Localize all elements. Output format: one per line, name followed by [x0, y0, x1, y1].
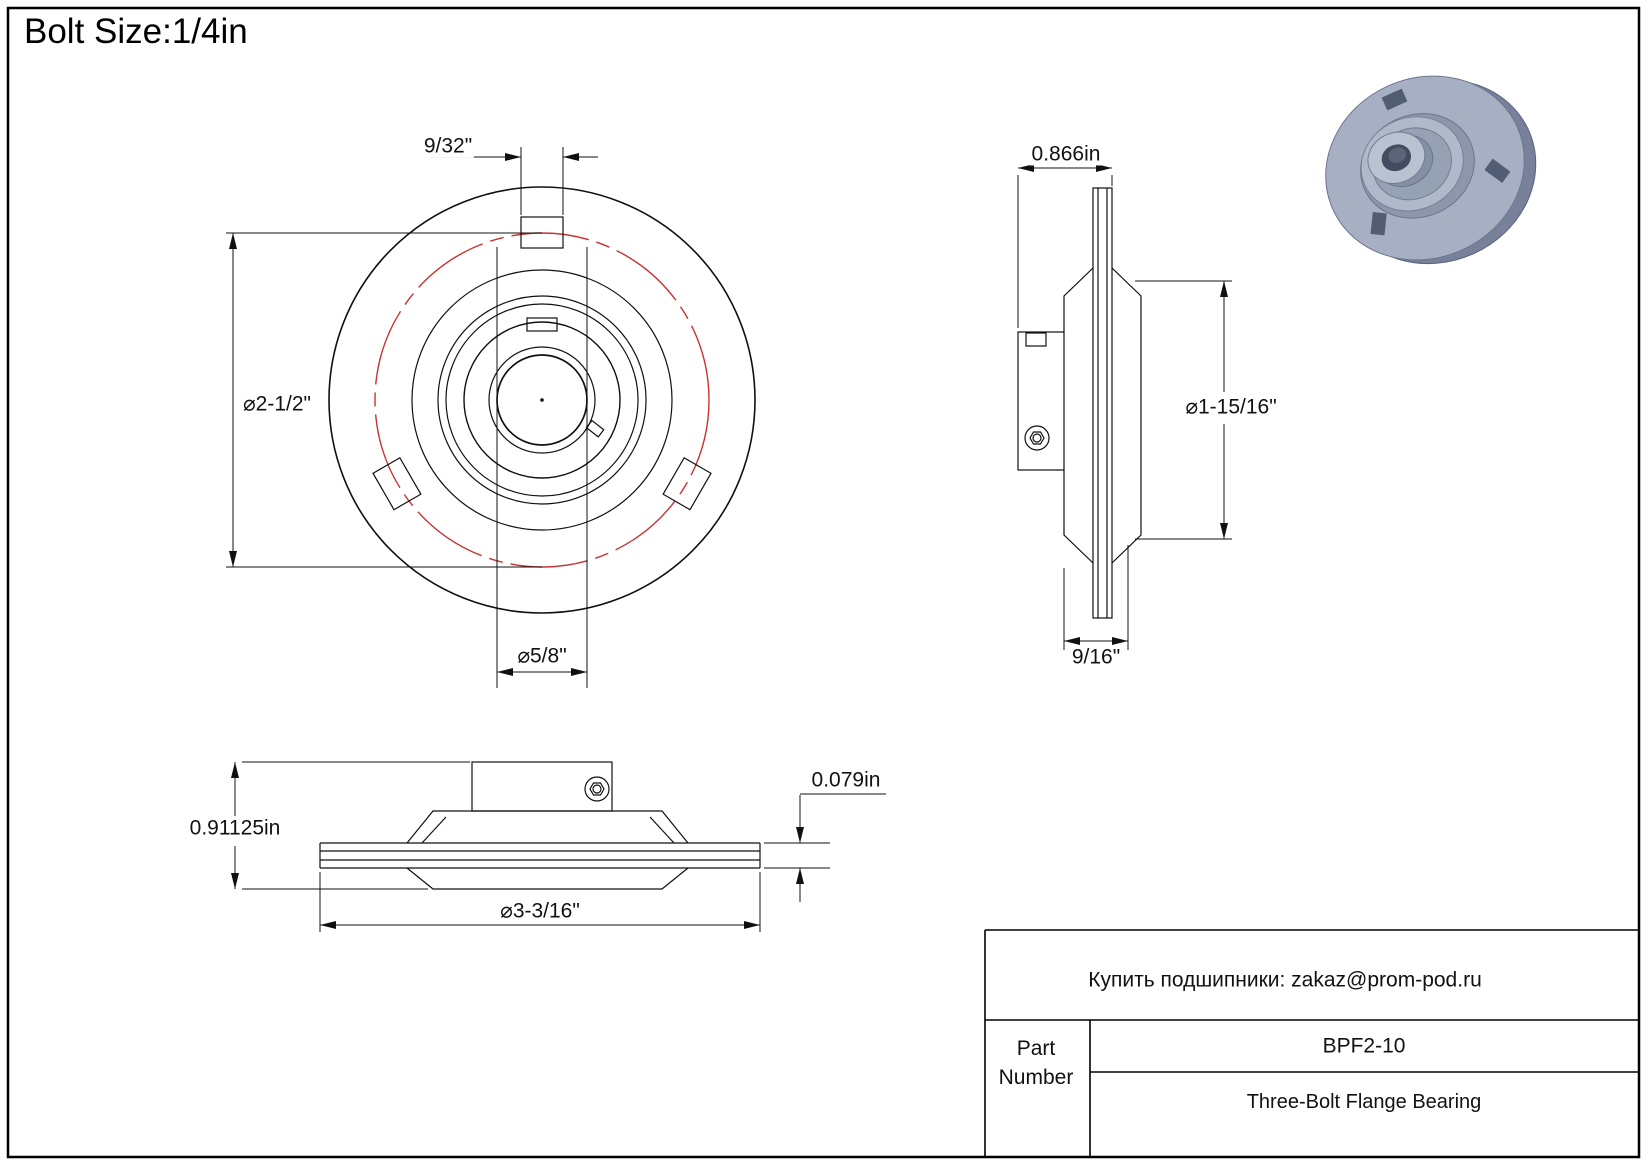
bearing-outer-circle [437, 295, 647, 505]
side-plate [1092, 187, 1113, 619]
profile-collar [471, 761, 613, 812]
dim-plate-thickness: 0.079in [809, 768, 883, 792]
profile-hex-screw [584, 776, 610, 802]
side-view-dimensions [1017, 164, 1232, 650]
render-bore-highlight [1388, 147, 1407, 163]
side-hex-screw [1024, 425, 1050, 451]
isometric-view [1325, 75, 1537, 265]
inner-ring-circle [463, 321, 621, 479]
part-number-label: Part Number [998, 1037, 1074, 1089]
side-set-screw [1025, 332, 1047, 347]
flange-boss-circle [411, 269, 673, 531]
dim-side-thickness: 9/16" [1069, 645, 1123, 669]
dim-flange-circle-diameter: ⌀1-15/16" [1183, 395, 1279, 419]
front-view [328, 186, 756, 614]
bolt-slot-right [662, 456, 712, 511]
sheet-border [6, 6, 1641, 1159]
flange-outer-circle [328, 186, 756, 614]
side-view [1017, 187, 1142, 619]
bolt-slot-left [372, 456, 422, 511]
render-bolt-slots [1370, 88, 1511, 236]
dim-bolt-circle-diameter: ⌀2-1/2" [241, 392, 313, 416]
title-block-grid [984, 929, 1639, 1157]
part-description: Three-Bolt Flange Bearing [1246, 1091, 1482, 1113]
dim-outer-diameter: ⌀3-3/16" [498, 899, 582, 923]
profile-view-dimensions [231, 761, 886, 932]
dim-bore-diameter: ⌀5/8" [515, 644, 569, 668]
dim-side-width: 0.866in [1029, 142, 1103, 166]
part-number-value: BPF2-10 [1322, 1034, 1406, 1058]
center-mark [540, 398, 544, 402]
dim-slot-width: 9/32" [421, 134, 475, 158]
locking-pin [585, 419, 605, 438]
collar-notch [526, 317, 558, 332]
contact-text: Купить подшипники: zakaz@prom-pod.ru [1088, 968, 1482, 992]
profile-cone [406, 810, 689, 844]
drawing-title: Bolt Size:1/4in [24, 12, 248, 51]
collar-circle [488, 346, 596, 454]
side-hub [1017, 331, 1065, 471]
dim-profile-height: 0.91125in [187, 816, 283, 840]
bearing-race-circle [445, 303, 639, 497]
profile-view [319, 761, 761, 890]
front-view-dimensions [226, 147, 598, 688]
